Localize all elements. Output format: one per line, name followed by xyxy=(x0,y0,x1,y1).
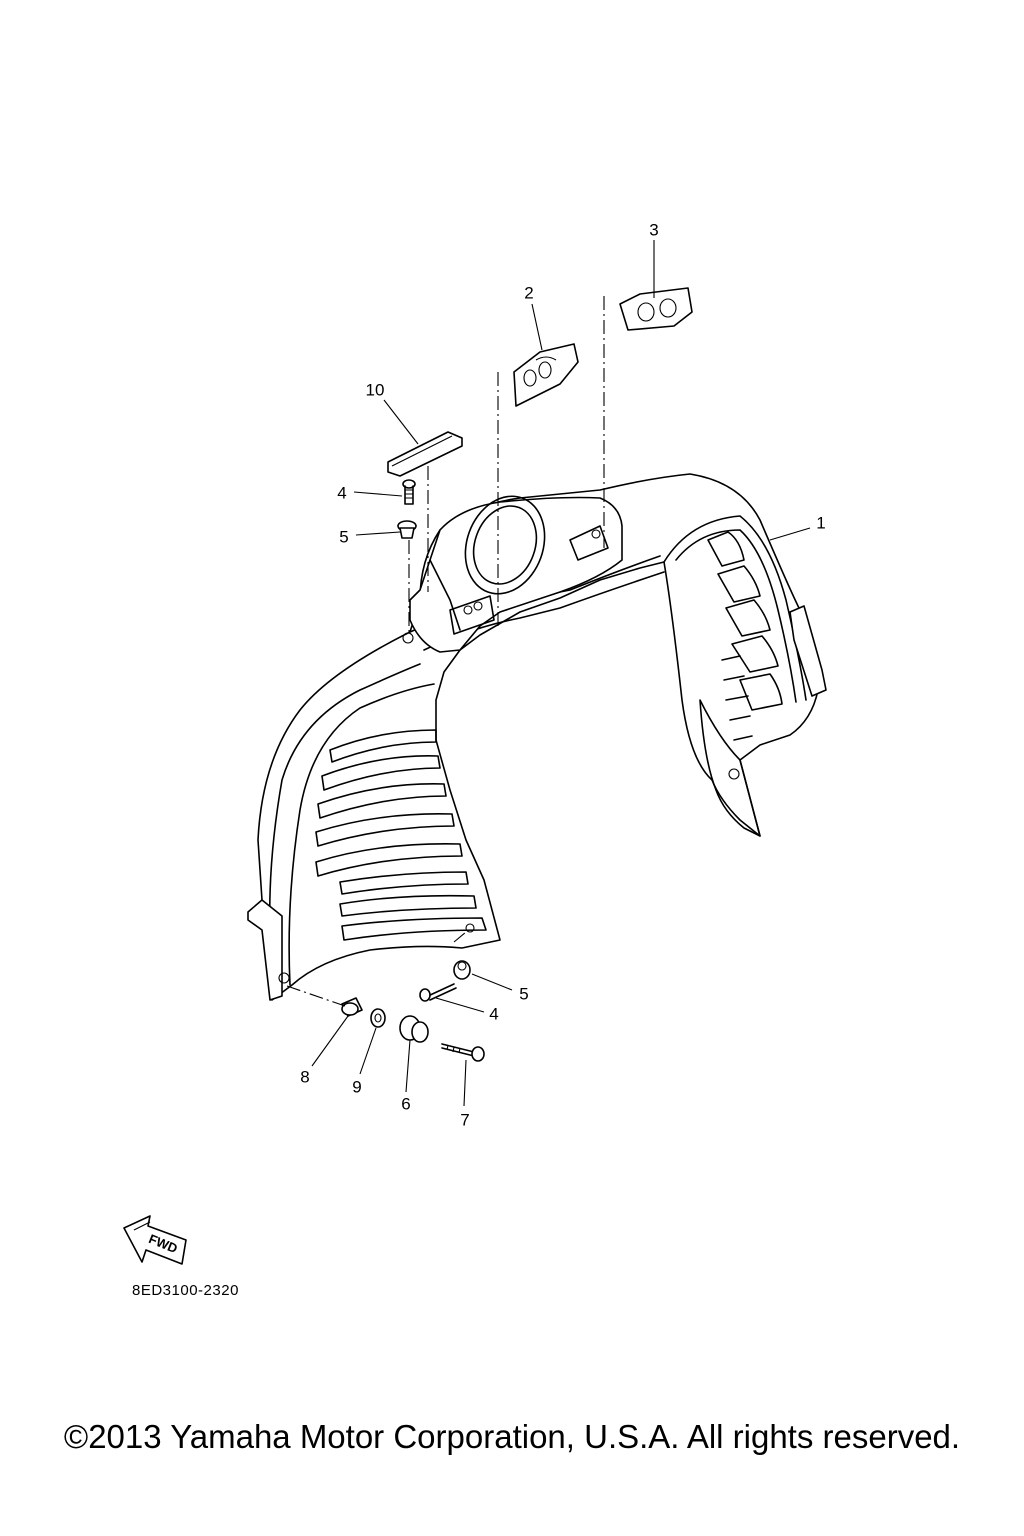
callout-2: 2 xyxy=(524,283,534,303)
bolt-part-7 xyxy=(441,1043,485,1062)
callout-7: 7 xyxy=(460,1110,470,1130)
fwd-arrow-icon: FWD xyxy=(123,1215,187,1265)
reference-code: 8ED3100-2320 xyxy=(132,1282,239,1299)
collar-part-8 xyxy=(341,997,363,1017)
bracket-plate-part-3 xyxy=(619,287,693,331)
callout-1: 1 xyxy=(816,513,826,533)
callout-6: 6 xyxy=(401,1094,411,1114)
callout-5-upper: 5 xyxy=(339,527,349,547)
callout-4-lower: 4 xyxy=(489,1004,499,1024)
screw-part-4-upper xyxy=(402,479,416,505)
callout-9: 9 xyxy=(352,1077,362,1097)
screw-part-4-lower xyxy=(419,983,457,1002)
callout-3: 3 xyxy=(649,220,659,240)
bracket-plate-part-2 xyxy=(513,343,579,407)
meter-housing xyxy=(402,495,623,653)
callout-5-lower: 5 xyxy=(519,984,529,1004)
grommet-part-5-lower xyxy=(453,960,471,980)
leg-shield-part xyxy=(247,473,827,1001)
grommet-part-5-upper xyxy=(397,520,417,539)
callout-8: 8 xyxy=(300,1067,310,1087)
washer-part-9 xyxy=(370,1008,386,1028)
callout-10: 10 xyxy=(365,380,385,400)
rubber-strip-part-10 xyxy=(387,431,463,477)
callout-4-upper: 4 xyxy=(337,483,347,503)
damper-part-6 xyxy=(399,1015,429,1043)
copyright-notice: ©2013 Yamaha Motor Corporation, U.S.A. A… xyxy=(63,1418,961,1455)
